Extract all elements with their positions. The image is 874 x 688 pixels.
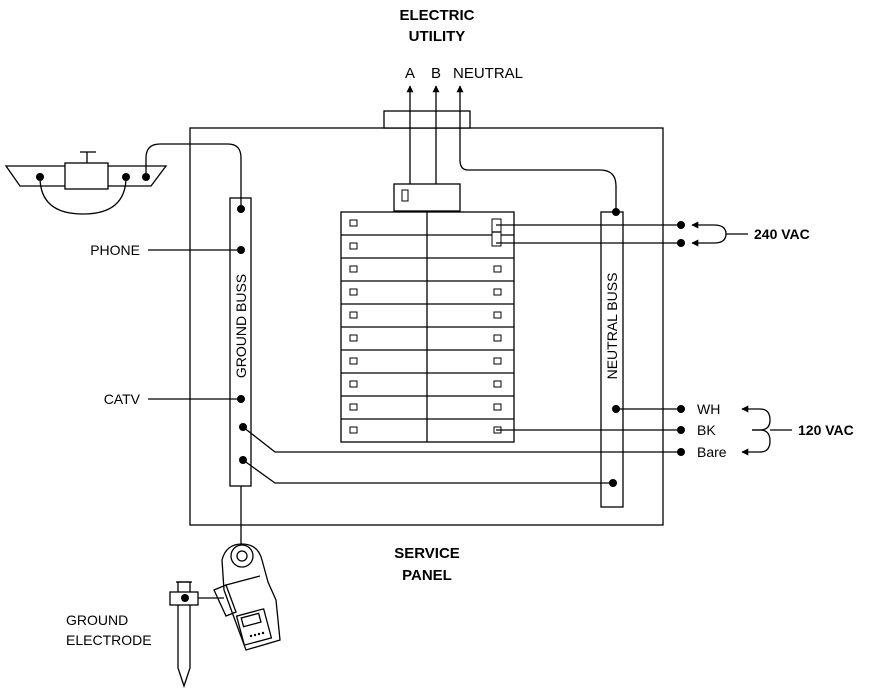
ground-electrode-label-line1: GROUND	[66, 612, 128, 628]
bare-label: Bare	[697, 444, 727, 460]
clamp-on-ground-tester	[213, 543, 281, 651]
wh-label: WH	[697, 401, 720, 417]
neutral-terminal-top	[612, 208, 620, 216]
ground-electrode-rod	[169, 581, 224, 688]
catv-label: CATV	[104, 391, 141, 407]
service-panel-label-line1: SERVICE	[394, 545, 460, 562]
bare-terminal	[677, 448, 685, 456]
phone-network-interface	[4, 151, 168, 215]
120v-label: 120 VAC	[798, 422, 854, 438]
utility-label-line1: ELECTRIC	[400, 7, 475, 24]
phone-label: PHONE	[90, 242, 140, 258]
120v-measure-arrow-wh	[741, 405, 771, 431]
service-entrance-fitting	[383, 110, 471, 129]
phase-a-label: A	[405, 65, 415, 82]
240v-terminal-2	[677, 239, 685, 247]
ground-buss-label: GROUND BUSS	[233, 274, 249, 378]
main-breaker-handle	[401, 189, 409, 202]
neutral-conductor	[456, 85, 617, 212]
240v-label: 240 VAC	[754, 226, 810, 242]
bk-terminal	[677, 426, 685, 434]
ground-electrode-label-line2: ELECTRODE	[66, 632, 152, 648]
ground-neutral-bond-wire	[242, 459, 613, 484]
service-panel-label-line2: PANEL	[402, 567, 452, 584]
wh-terminal	[677, 405, 685, 413]
120v-measure-arrow-bare	[741, 429, 771, 456]
bk-label: BK	[697, 422, 716, 438]
utility-label-line2: UTILITY	[409, 28, 466, 45]
240v-terminal-1	[677, 221, 685, 229]
breaker-panel	[340, 211, 515, 443]
neutral-label: NEUTRAL	[453, 65, 523, 82]
bare-wire	[242, 426, 680, 453]
phase-b-label: B	[431, 65, 441, 82]
neutral-buss-label: NEUTRAL BUSS	[604, 273, 620, 380]
240v-measure-arrow	[691, 221, 727, 247]
phone-ground-wire	[145, 143, 242, 209]
